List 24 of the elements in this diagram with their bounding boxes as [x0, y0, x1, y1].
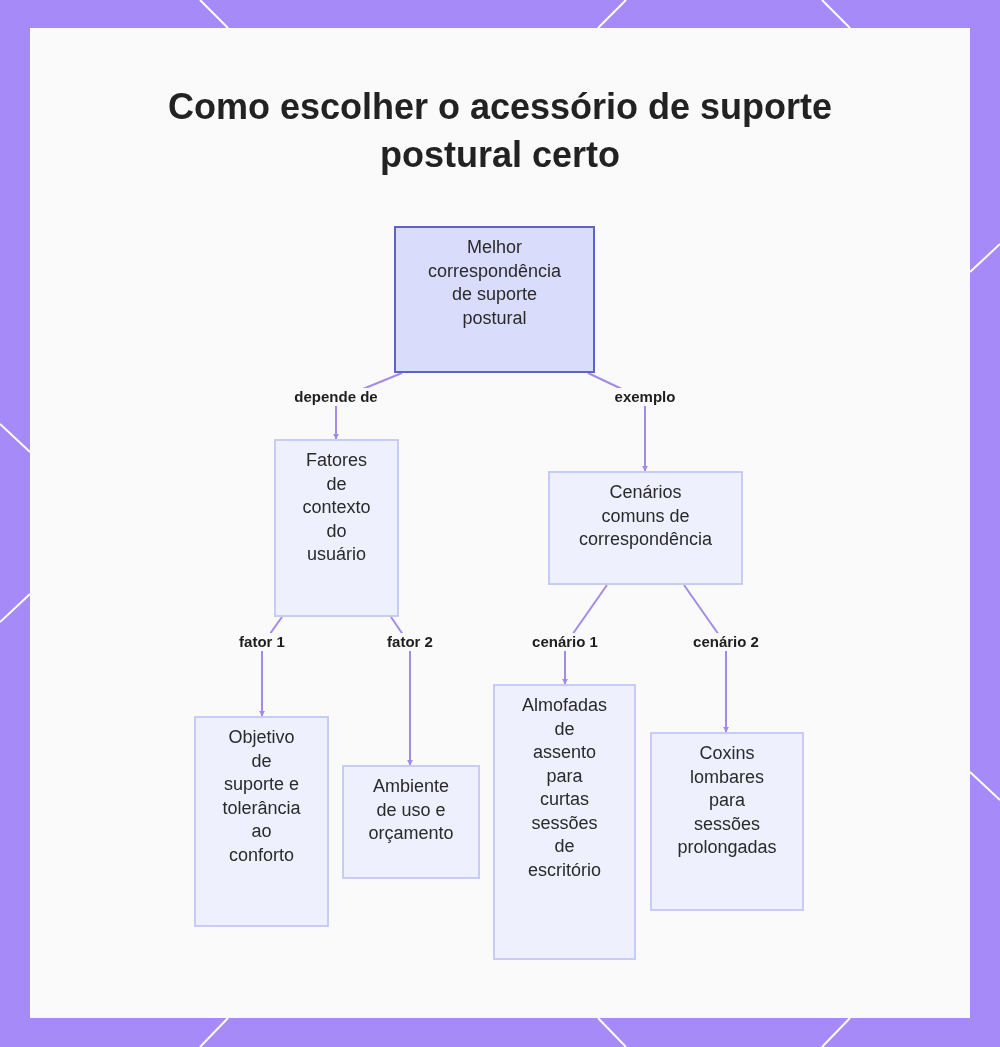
node-text: Cenários comuns de correspondência: [578, 481, 713, 551]
concept-box: [274, 439, 399, 617]
concept-box: [194, 716, 329, 927]
node-text: Almofadas de assento para curtas sessões de escritório: [521, 694, 607, 882]
root-concept-box: [394, 226, 595, 373]
edge-label: exemplo: [612, 388, 678, 406]
concept-box: [493, 684, 636, 960]
node-text: Objetivo de suporte e tolerância ao conforto: [222, 726, 301, 867]
diagram-title: Como escolher o acessório de suporte postural certo: [166, 85, 834, 177]
concept-box: [342, 765, 480, 879]
connector-arrow: [390, 616, 413, 766]
edge-label: fator 1: [237, 633, 287, 651]
concept-box: [650, 732, 804, 911]
node-text: Melhor correspondência de suporte postural: [427, 236, 562, 330]
connector-arrow: [562, 584, 608, 685]
edge-label: cenário 2: [691, 633, 761, 651]
node-text: Fatores de contexto do usuário: [302, 449, 371, 566]
edge-label: cenário 1: [530, 633, 600, 651]
edge-label: depende de: [292, 388, 380, 406]
edge-label: fator 2: [385, 633, 435, 651]
connector-arrow: [683, 584, 729, 733]
concept-box: [548, 471, 743, 585]
node-text: Coxins lombares para sessões prolongadas: [677, 742, 777, 859]
node-text: Ambiente de uso e orçamento: [368, 775, 454, 845]
